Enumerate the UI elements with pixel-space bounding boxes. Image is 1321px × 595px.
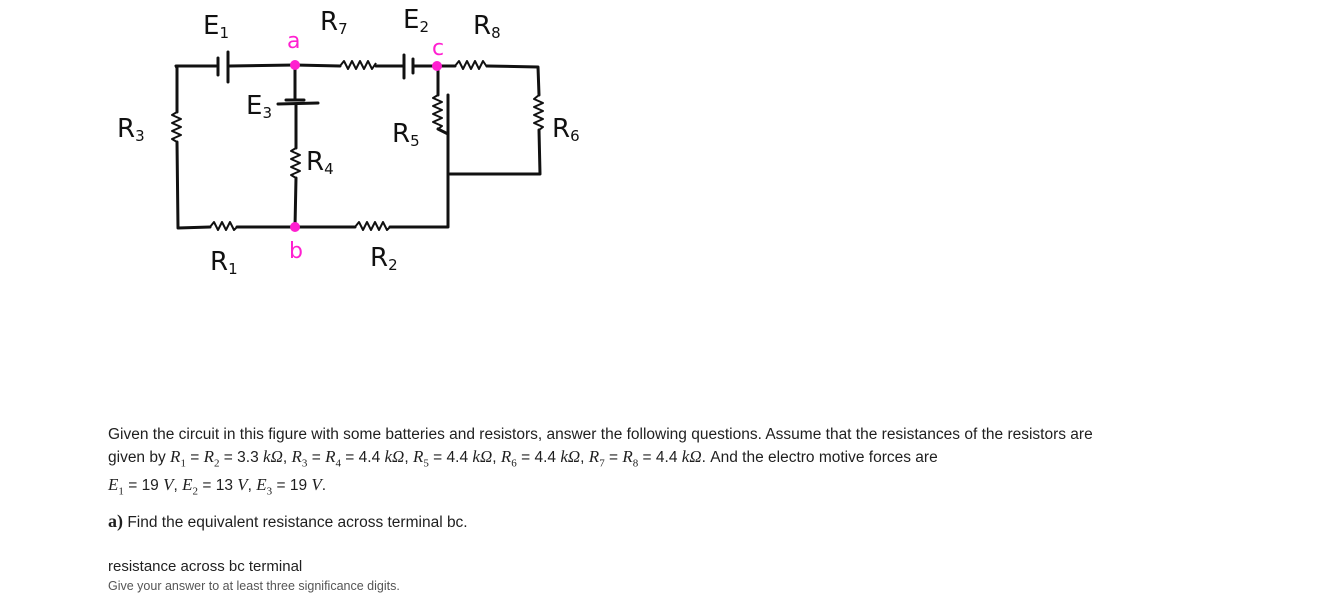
label-e3: E3: [246, 91, 272, 122]
resistor-r7-symbol: [339, 60, 377, 70]
wire-e1-to-a: [228, 63, 297, 68]
problem-line-2: given by R1 = R2 = 3.3 kΩ, R3 = R4 = 4.4…: [108, 447, 938, 470]
label-e1: E1: [203, 11, 229, 42]
label-r1: R1: [210, 247, 238, 278]
answer-label: resistance across bc terminal: [108, 558, 303, 575]
resistor-r8-symbol: [454, 60, 488, 70]
label-r6: R6: [552, 114, 580, 145]
wire-r5-down: [436, 127, 450, 136]
node-a-dot: [290, 60, 300, 70]
wire-left-bottom: [175, 140, 212, 230]
label-r3: R3: [117, 114, 145, 145]
label-r2: R2: [370, 243, 398, 274]
battery-e3-symbol: [276, 98, 320, 106]
label-node-b: b: [289, 239, 303, 264]
question-part-a: a) Find the equivalent resistance across…: [108, 511, 468, 532]
resistor-r1-symbol: [209, 221, 238, 231]
circuit-diagram: E1 R7 E2 R8 E3 R3 R4 R5 R6 R1 R2 a b c: [117, 5, 580, 278]
problem-line-3: E1 = 19 V, E2 = 13 V, E3 = 19 V.: [108, 475, 327, 498]
battery-e1-symbol: [216, 50, 230, 84]
battery-e2-symbol: [402, 53, 415, 80]
label-node-a: a: [287, 29, 300, 54]
node-b-dot: [290, 222, 300, 232]
problem-line-1: Given the circuit in this figure with so…: [108, 426, 1093, 443]
part-label: a): [108, 511, 123, 531]
resistor-r5-symbol: [432, 94, 443, 130]
wire-r6-bottom: [448, 128, 542, 176]
label-r4: R4: [306, 147, 334, 178]
wire-top-left: [174, 64, 218, 70]
answer-hint: Give your answer to at least three signi…: [108, 579, 400, 593]
resistor-r3-symbol: [171, 111, 182, 143]
resistor-r6-symbol: [533, 94, 544, 131]
label-r5: R5: [392, 119, 420, 150]
resistor-r2-symbol: [354, 221, 391, 231]
wire-r4-to-b: [293, 176, 298, 229]
resistor-r4-symbol: [290, 147, 301, 179]
wire-r8-to-right: [485, 64, 541, 97]
label-r8: R8: [473, 11, 501, 42]
label-r7: R7: [320, 7, 348, 38]
wire-r2-to-right: [388, 93, 450, 229]
question-text: Find the equivalent resistance across te…: [127, 514, 468, 531]
node-c-dot: [432, 61, 442, 71]
wire-a-to-r7: [293, 63, 342, 68]
problem-statement: Given the circuit in this figure with so…: [108, 424, 1188, 503]
label-e2: E2: [403, 5, 429, 36]
label-node-c: c: [432, 36, 444, 61]
